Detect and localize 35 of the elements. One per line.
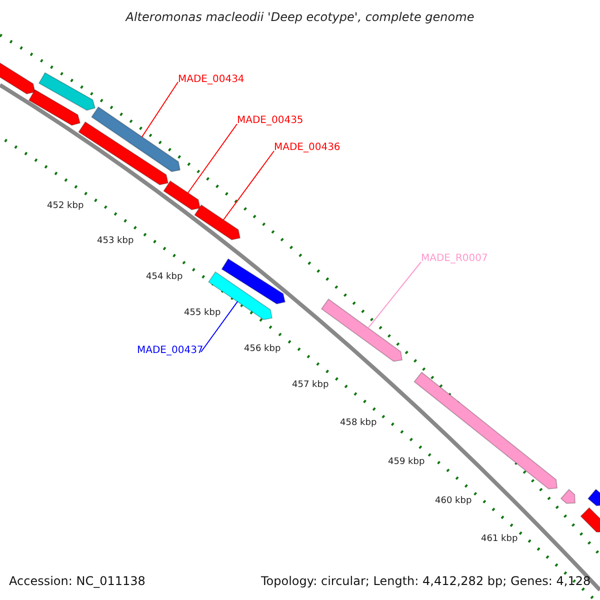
accession-text: Accession: NC_011138 — [9, 575, 146, 588]
gene-bar — [320, 298, 403, 362]
scale-label: 456 kbp — [244, 345, 281, 355]
scale-label: 452 kbp — [47, 202, 84, 212]
gene-bar — [560, 488, 576, 504]
leader-line — [222, 150, 274, 220]
leader-line — [368, 262, 422, 329]
gene-bar — [580, 507, 600, 532]
gene-bar — [28, 89, 81, 126]
gene-bar — [587, 488, 600, 506]
gene-bar — [78, 121, 169, 186]
diagram-title: Alteromonas macleodii 'Deep ecotype', complete genome — [124, 11, 476, 24]
gene-bar — [163, 180, 201, 210]
leader-line — [187, 124, 238, 194]
leader-line — [200, 300, 238, 352]
scale-label: 458 kbp — [340, 419, 377, 429]
gene-bar — [194, 204, 241, 240]
genome-info-text: Topology: circular; Length: 4,412,282 bp; Genes: 4,128 — [261, 575, 591, 588]
gene-bar — [221, 258, 286, 304]
scale-label: 457 kbp — [292, 381, 329, 391]
gene-bar — [38, 72, 96, 111]
gene-label: MADE_00437 — [137, 345, 204, 356]
scale-label: 461 kbp — [481, 535, 518, 545]
leader-line — [141, 82, 178, 138]
gene-label: MADE_00434 — [178, 74, 244, 85]
scale-label: 454 kbp — [146, 273, 183, 283]
scale-label: 455 kbp — [184, 309, 221, 319]
scale-label: 459 kbp — [388, 458, 425, 468]
gene-bar — [90, 106, 181, 172]
scale-label: 460 kbp — [435, 497, 472, 507]
gene-label: MADE_R0007 — [421, 253, 488, 264]
gene-label: MADE_00435 — [237, 115, 304, 126]
scale-label: 453 kbp — [97, 237, 134, 247]
gene-label: MADE_00436 — [274, 142, 340, 153]
gene-bar — [0, 61, 36, 94]
